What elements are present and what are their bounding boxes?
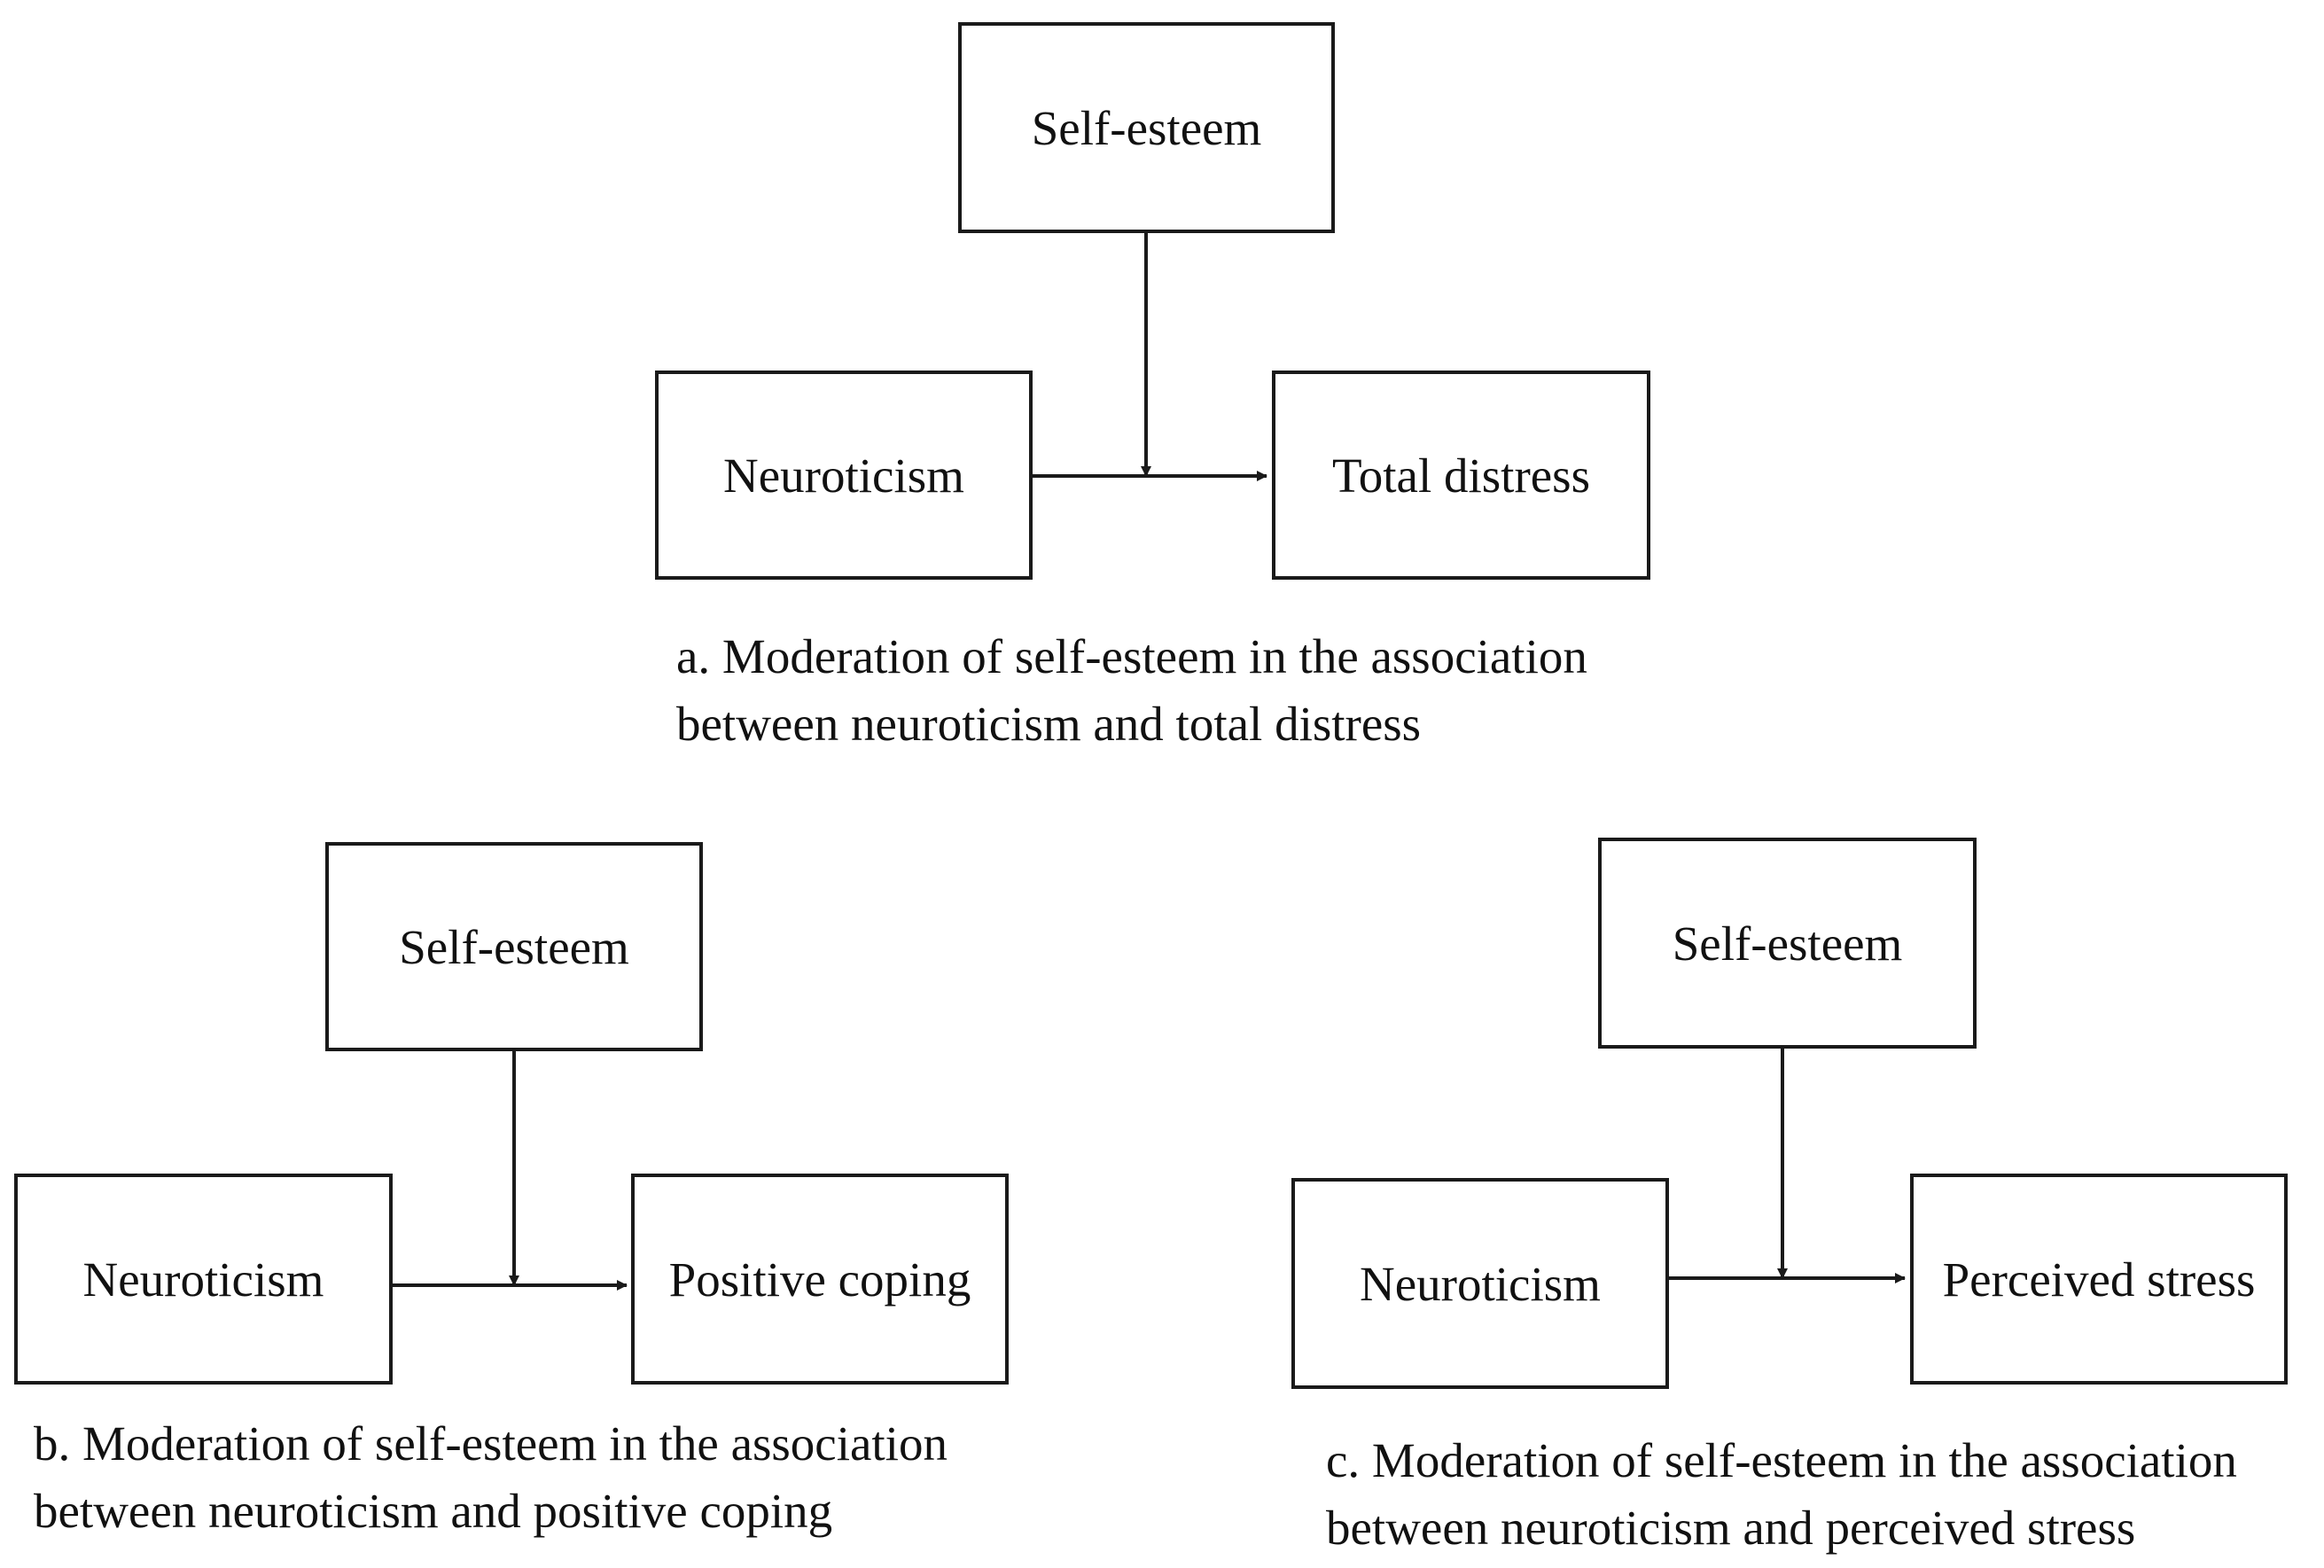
diagram-c-outcome-label: Perceived stress xyxy=(1942,1252,2256,1307)
diagram-b-outcome-label: Positive coping xyxy=(668,1252,971,1307)
diagram-a-caption-line-1: a. Moderation of self-esteem in the asso… xyxy=(676,629,1587,683)
diagram-a-caption-line-2: between neuroticism and total distress xyxy=(676,697,1422,751)
diagram-b-predictor-box: Neuroticism xyxy=(14,1174,393,1385)
diagram-b-caption-line-2: between neuroticism and positive coping xyxy=(34,1484,833,1538)
diagram-b-caption-line-1: b. Moderation of self-esteem in the asso… xyxy=(34,1416,948,1470)
diagram-c-moderator-label: Self-esteem xyxy=(1672,916,1903,971)
diagram-c-predictor-box: Neuroticism xyxy=(1291,1178,1669,1389)
diagram-b-caption: b. Moderation of self-esteem in the asso… xyxy=(34,1410,948,1545)
diagram-c-outcome-box: Perceived stress xyxy=(1910,1174,2288,1385)
diagram-b-outcome-box: Positive coping xyxy=(631,1174,1009,1385)
diagram-b-moderator-box: Self-esteem xyxy=(325,842,703,1051)
diagram-a-predictor-label: Neuroticism xyxy=(723,448,964,503)
diagram-c-caption-line-1: c. Moderation of self-esteem in the asso… xyxy=(1326,1433,2237,1487)
diagram-a-outcome-box: Total distress xyxy=(1272,371,1650,580)
diagram-c-caption: c. Moderation of self-esteem in the asso… xyxy=(1326,1427,2237,1562)
diagram-b-predictor-label: Neuroticism xyxy=(82,1252,324,1307)
diagram-a-moderator-box: Self-esteem xyxy=(958,22,1335,233)
diagram-a-caption: a. Moderation of self-esteem in the asso… xyxy=(676,623,1587,758)
diagram-c-caption-line-2: between neuroticism and perceived stress xyxy=(1326,1501,2136,1555)
diagram-c-predictor-label: Neuroticism xyxy=(1360,1256,1601,1311)
diagram-b-moderator-label: Self-esteem xyxy=(399,919,629,974)
diagram-a-predictor-box: Neuroticism xyxy=(655,371,1033,580)
diagram-c-moderator-box: Self-esteem xyxy=(1598,838,1977,1049)
diagram-a-outcome-label: Total distress xyxy=(1332,448,1590,503)
diagram-a-moderator-label: Self-esteem xyxy=(1031,100,1262,155)
